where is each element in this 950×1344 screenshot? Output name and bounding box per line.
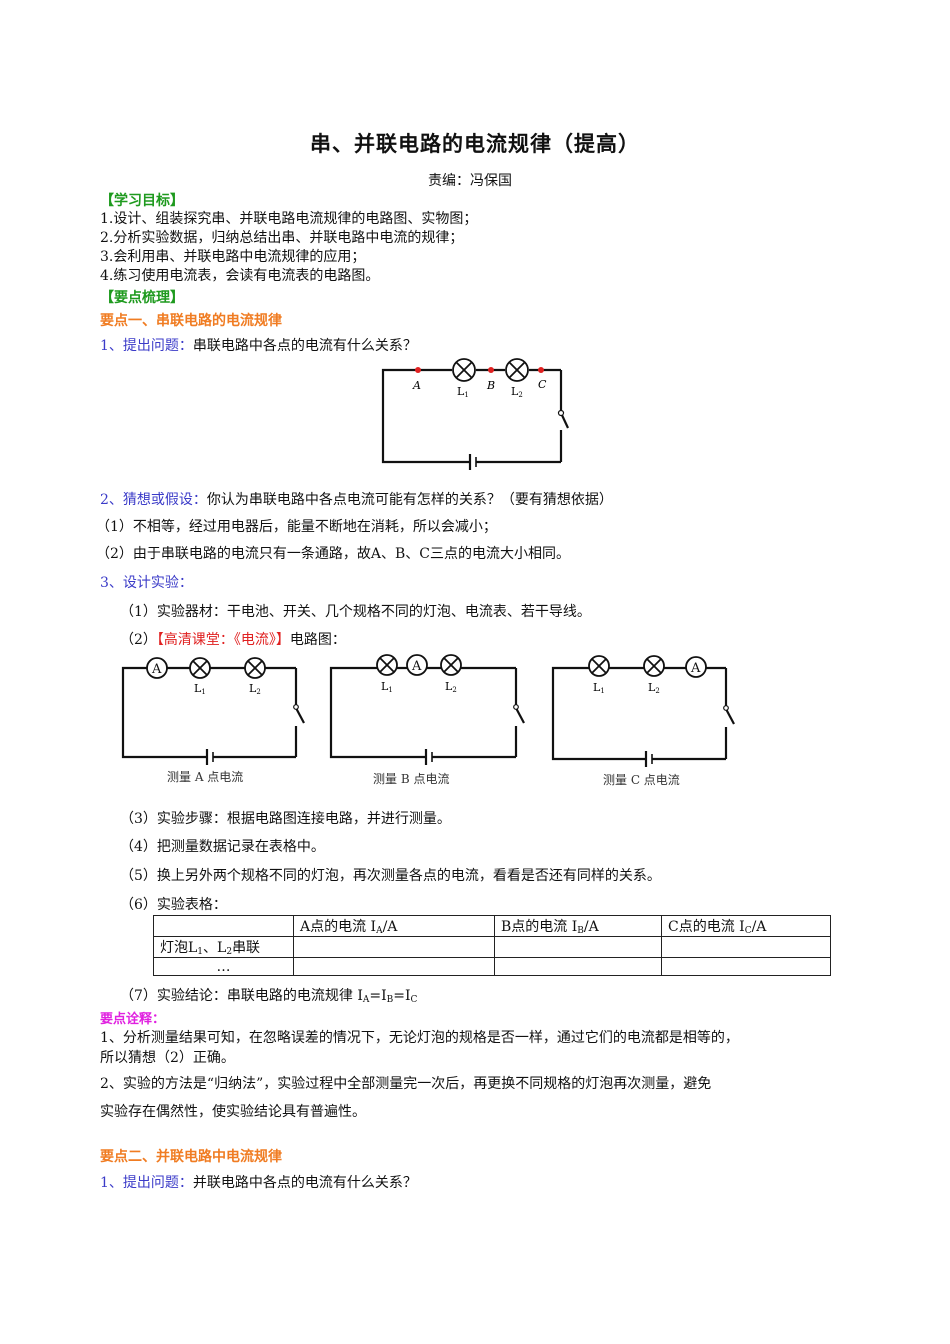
table-header: A点的电流 IA/A bbox=[293, 915, 495, 937]
table-cell bbox=[494, 936, 662, 958]
table-cell bbox=[661, 936, 831, 958]
caption-a: 测量 A 点电流 bbox=[167, 770, 243, 784]
question-label: 1、提出问题： bbox=[100, 338, 193, 354]
svg-text:L1: L1 bbox=[593, 681, 605, 695]
step-4: （4）把测量数据记录在表格中。 bbox=[120, 839, 325, 855]
step-3: （3）实验步骤：根据电路图连接电路，并进行测量。 bbox=[120, 811, 451, 827]
table-row-label: 灯泡L1、L2串联 bbox=[153, 936, 294, 958]
notes-heading: 要点诠释： bbox=[100, 1012, 166, 1027]
table-cell bbox=[293, 957, 495, 976]
caption-b: 测量 B 点电流 bbox=[373, 772, 449, 786]
lamp-l1-icon bbox=[452, 358, 476, 382]
hypothesis-1: （1）不相等，经过用电器后，能量不断地在消耗，所以会减小； bbox=[96, 519, 497, 535]
note-2-line1: 2、实验的方法是“归纳法”，实验过程中全部测量完一次后，再更换不同规格的灯泡再次… bbox=[100, 1076, 712, 1092]
svg-text:L2: L2 bbox=[445, 680, 457, 694]
table-cell bbox=[293, 936, 495, 958]
section2-question1: 1、提出问题：并联电路中各点的电流有什么关系？ bbox=[100, 1172, 417, 1192]
question-label: 2、猜想或假设： bbox=[100, 492, 207, 508]
lamp-l2-icon bbox=[505, 358, 529, 382]
svg-text:L1: L1 bbox=[457, 385, 469, 399]
goal-item: 2.分析实验数据，归纳总结出串、并联电路中电流的规律； bbox=[100, 230, 464, 246]
caption-c: 测量 C 点电流 bbox=[603, 773, 680, 787]
svg-text:L2: L2 bbox=[249, 682, 261, 696]
svg-text:L2: L2 bbox=[648, 681, 660, 695]
series-circuit-diagram: A B C L1 L2 bbox=[381, 358, 569, 470]
svg-text:A: A bbox=[412, 379, 421, 392]
step-5: （5）换上另外两个规格不同的灯泡，再次测量各点的电流，看看是否还有同样的关系。 bbox=[120, 868, 661, 884]
note-1-line2: 所以猜想（2）正确。 bbox=[100, 1050, 235, 1066]
step-7: （7）实验结论：串联电路的电流规律 IA=IB=IC bbox=[120, 988, 418, 1005]
section1-question2: 2、猜想或假设：你认为串联电路中各点电流可能有怎样的关系？（要有猜想依据） bbox=[100, 489, 613, 509]
note-2-line2: 实验存在偶然性，使实验结论具有普遍性。 bbox=[100, 1104, 366, 1120]
circuit-measure-a bbox=[121, 666, 305, 765]
step-1: （1）实验器材：干电池、开关、几个规格不同的灯泡、电流表、若干导线。 bbox=[120, 604, 591, 620]
measurement-circuits: A L1 L2 测量 A 点电流 L1 L2 测量 B 点电流 L1 L2 测量… bbox=[121, 654, 735, 787]
table-cell bbox=[661, 957, 831, 976]
hypothesis-2: （2）由于串联电路的电流只有一条通路，故A、B、C三点的电流大小相同。 bbox=[96, 546, 571, 562]
table-cell bbox=[153, 915, 294, 937]
note-1-line1: 1、分析测量结果可知，在忽略误差的情况下，无论灯泡的规格是否一样，通过它们的电流… bbox=[100, 1030, 739, 1046]
circuit-measure-b bbox=[329, 666, 525, 765]
table-row-label: … bbox=[153, 957, 294, 976]
table-cell bbox=[494, 957, 662, 976]
table-header-row: A点的电流 IA/A B点的电流 IB/A C点的电流 IC/A bbox=[153, 915, 831, 937]
table-row: … bbox=[153, 957, 831, 976]
circuit-measure-c bbox=[551, 666, 735, 767]
section1-question3: 3、设计实验： bbox=[100, 575, 193, 591]
step-text: 电路图： bbox=[289, 632, 346, 648]
question-text: 串联电路中各点的电流有什么关系？ bbox=[192, 338, 417, 354]
editor-credit: 责编：冯保国 bbox=[428, 173, 512, 189]
goal-item: 4.练习使用电流表，会读有电流表的电路图。 bbox=[100, 268, 380, 284]
section1-question1: 1、提出问题：串联电路中各点的电流有什么关系？ bbox=[100, 335, 417, 355]
key-points-heading: 【要点梳理】 bbox=[100, 290, 184, 306]
step-6: （6）实验表格： bbox=[120, 897, 227, 913]
page-title: 串、并联电路的电流规律（提高） bbox=[310, 132, 640, 156]
table-row: 灯泡L1、L2串联 bbox=[153, 936, 831, 958]
experiment-table: A点的电流 IA/A B点的电流 IB/A C点的电流 IC/A 灯泡L1、L2… bbox=[153, 915, 831, 976]
svg-text:L1: L1 bbox=[381, 680, 393, 694]
table-header: B点的电流 IB/A bbox=[494, 915, 662, 937]
step-number: （2） bbox=[120, 632, 157, 648]
learning-goals-heading: 【学习目标】 bbox=[100, 193, 184, 209]
table-header: C点的电流 IC/A bbox=[661, 915, 831, 937]
step-2: （2）【高清课堂：《电流》】电路图： bbox=[120, 629, 346, 649]
question-text: 并联电路中各点的电流有什么关系？ bbox=[192, 1175, 417, 1191]
goal-item: 1.设计、组装探究串、并联电路电流规律的电路图、实物图； bbox=[100, 211, 478, 227]
section1-heading: 要点一、串联电路的电流规律 bbox=[100, 313, 282, 329]
svg-text:C: C bbox=[538, 378, 547, 391]
question-label: 1、提出问题： bbox=[100, 1175, 193, 1191]
svg-text:B: B bbox=[486, 379, 495, 392]
section2-heading: 要点二、并联电路中电流规律 bbox=[100, 1149, 282, 1165]
question-text: 你认为串联电路中各点电流可能有怎样的关系？（要有猜想依据） bbox=[206, 492, 613, 508]
svg-text:L2: L2 bbox=[511, 385, 523, 399]
video-lesson-link[interactable]: 【高清课堂：《电流》】 bbox=[156, 632, 290, 648]
svg-text:L1: L1 bbox=[194, 682, 206, 696]
goal-item: 3.会利用串、并联电路中电流规律的应用； bbox=[100, 249, 366, 265]
